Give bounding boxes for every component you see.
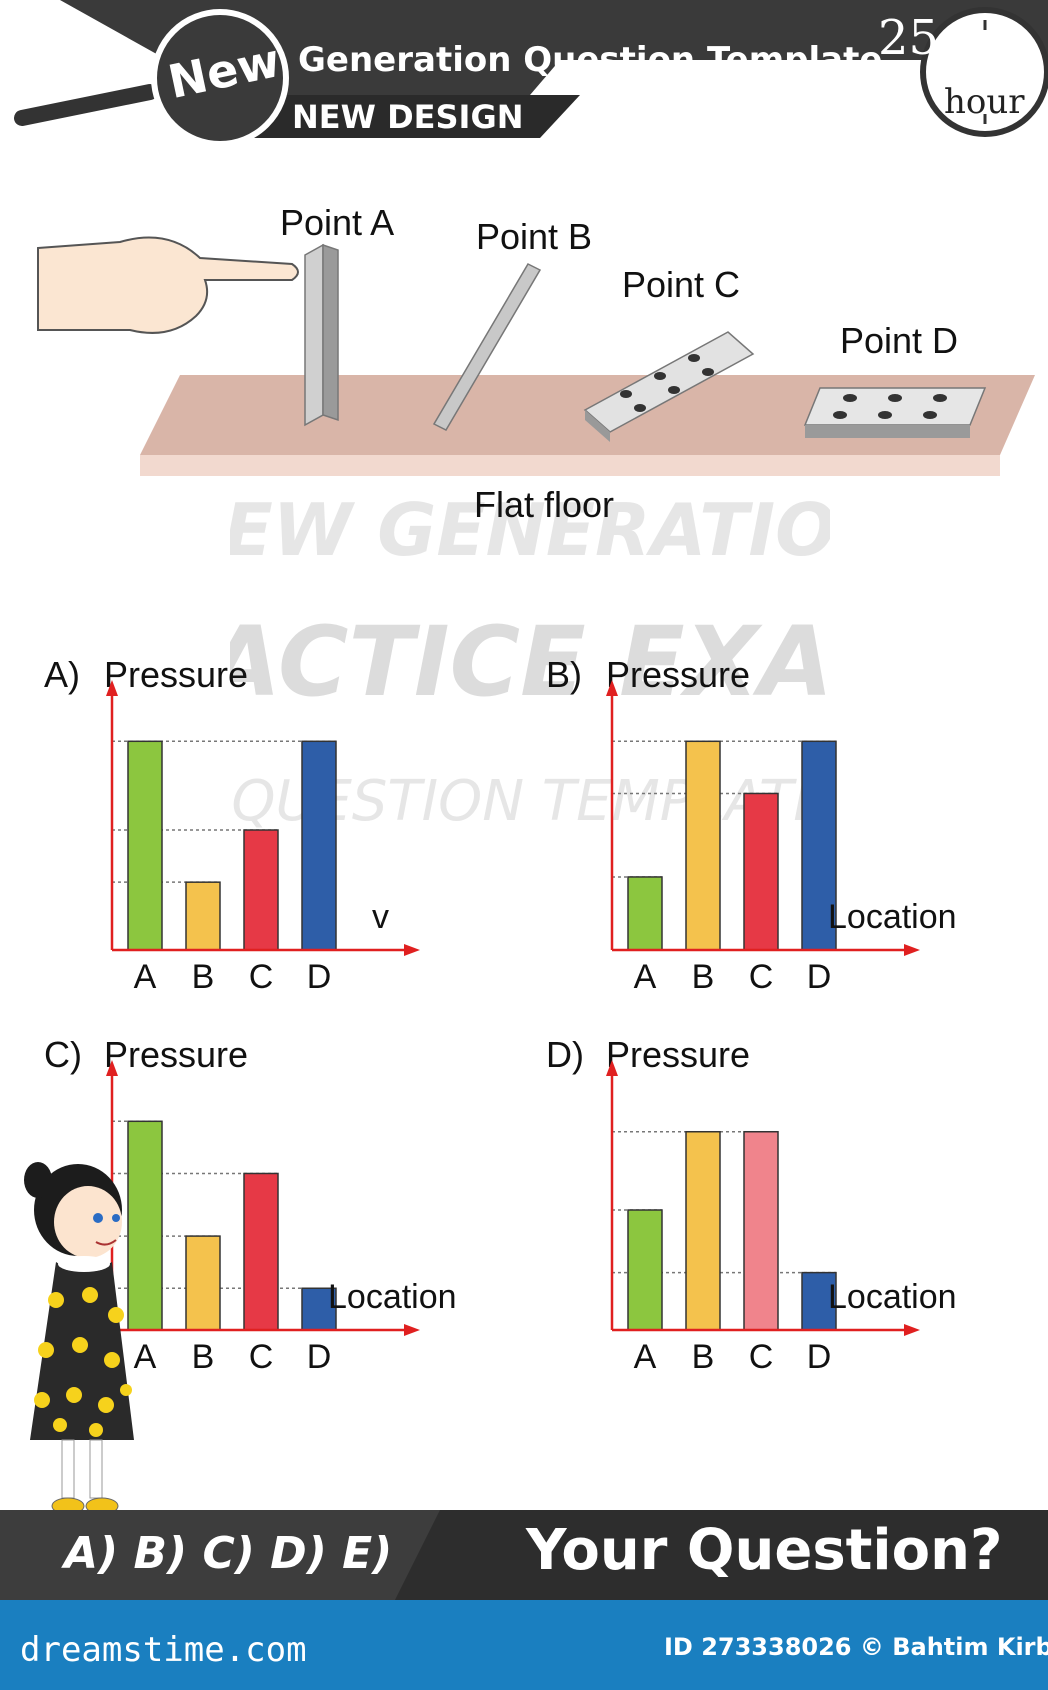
watermark-line2: PRACTICE EXAMS: [230, 606, 830, 718]
bar-b: [185, 881, 221, 951]
clock-icon: [920, 7, 1048, 137]
floor-edge: [140, 455, 1000, 476]
image-id: ID 273338026 © Bahtim Kirbas: [664, 1633, 1048, 1661]
y-axis-arrow: [106, 680, 118, 696]
bar-a: [627, 1209, 663, 1331]
domino-d-side: [805, 425, 970, 438]
domino-a-side: [322, 243, 339, 422]
header-subtitle: NEW DESIGN: [292, 98, 524, 136]
x-axis-label: Location: [828, 898, 957, 936]
y-axis-arrow: [106, 1060, 118, 1076]
domino-c-dots: [620, 354, 714, 412]
tick-label-b: B: [692, 958, 715, 996]
domino-b: [432, 263, 542, 431]
tick-label-d: D: [807, 958, 832, 996]
magnifier-lens: [151, 9, 289, 147]
header-graphics: [14, 0, 1048, 147]
chart-c-ylabel: Pressure: [104, 1034, 249, 1075]
x-axis-arrow: [404, 1324, 420, 1336]
tick-label-a: A: [134, 958, 157, 996]
domino-a-front: [304, 243, 324, 427]
x-axis-label: Location: [828, 1278, 957, 1316]
tick-label-c: C: [249, 958, 274, 996]
site-link[interactable]: dreamstime.com: [20, 1630, 307, 1670]
x-axis-arrow: [904, 944, 920, 956]
bar-a: [127, 1120, 163, 1331]
tick-label-b: B: [192, 958, 215, 996]
credit-band: [0, 1600, 1048, 1690]
tick-label-c: C: [749, 1338, 774, 1376]
label-point-c: Point C: [622, 264, 741, 305]
bar-d: [801, 740, 837, 951]
girl-dress-dots: [34, 1287, 132, 1437]
bar-a: [627, 876, 663, 951]
footer-shape: [0, 1510, 440, 1600]
tick-label-a: A: [634, 958, 657, 996]
bar-b: [185, 1235, 221, 1331]
y-axis-arrow: [606, 680, 618, 696]
bar-d: [801, 1271, 837, 1331]
bar-c: [243, 829, 279, 951]
girl-face: [54, 1186, 122, 1258]
domino-d-top: [803, 387, 987, 426]
bar-b: [685, 1130, 721, 1331]
bar-b: [685, 740, 721, 951]
header: New Generation Question Template NEW DES…: [0, 0, 1048, 150]
bar-c: [243, 1172, 279, 1331]
bar-d: [301, 740, 337, 951]
chart-d-ylabel: Pressure: [606, 1034, 751, 1075]
tick-label-c: C: [749, 958, 774, 996]
chart-b-option: B): [546, 654, 582, 695]
tick-label-a: A: [634, 1338, 657, 1376]
floor-label: Flat floor: [474, 484, 615, 525]
tick-label-b: B: [192, 1338, 215, 1376]
girl-character: [24, 1162, 134, 1515]
bar-c: [743, 1130, 779, 1331]
bar-c: [743, 792, 779, 951]
label-point-a: Point A: [280, 202, 395, 243]
bar-a: [127, 740, 163, 951]
label-point-b: Point B: [476, 216, 593, 257]
girl-collar: [58, 1256, 110, 1272]
chart-c-option: C): [44, 1034, 82, 1075]
chart-a-option: A): [44, 654, 80, 695]
tick-label-b: B: [692, 1338, 715, 1376]
your-question: Your Question?: [526, 1518, 1003, 1583]
tick-label-d: D: [807, 1338, 832, 1376]
chart-d-option: D): [546, 1034, 584, 1075]
domino-scene: [37, 236, 1035, 476]
magnifier-handle: [14, 84, 158, 126]
domino-c-top: [583, 331, 755, 433]
header-bar: [60, 0, 1048, 95]
tick-label-c: C: [249, 1338, 274, 1376]
tick-label-a: A: [134, 1338, 157, 1376]
x-axis-label: v: [372, 898, 389, 936]
domino-d-dots: [833, 394, 947, 419]
label-point-d: Point D: [840, 320, 959, 361]
subtitle-bar: [250, 95, 580, 138]
chart-b-ylabel: Pressure: [606, 654, 751, 695]
answer-options: A) B) C) D) E): [64, 1528, 393, 1579]
header-title: Generation Question Template: [298, 40, 883, 80]
girl-ponytail: [24, 1162, 52, 1198]
clock-unit: hour: [944, 82, 1025, 122]
y-axis-arrow: [606, 1060, 618, 1076]
tick-label-d: D: [307, 958, 332, 996]
chart-a-ylabel: Pressure: [104, 654, 249, 695]
x-axis-label: Location: [328, 1278, 457, 1316]
x-axis-arrow: [404, 944, 420, 956]
clock-number: 25.: [878, 10, 955, 66]
domino-c-side: [585, 410, 610, 442]
hand-icon: [37, 236, 299, 334]
watermark-line1: NEW GENERATION: [230, 488, 830, 572]
tick-label-d: D: [307, 1338, 332, 1376]
x-axis-arrow: [904, 1324, 920, 1336]
